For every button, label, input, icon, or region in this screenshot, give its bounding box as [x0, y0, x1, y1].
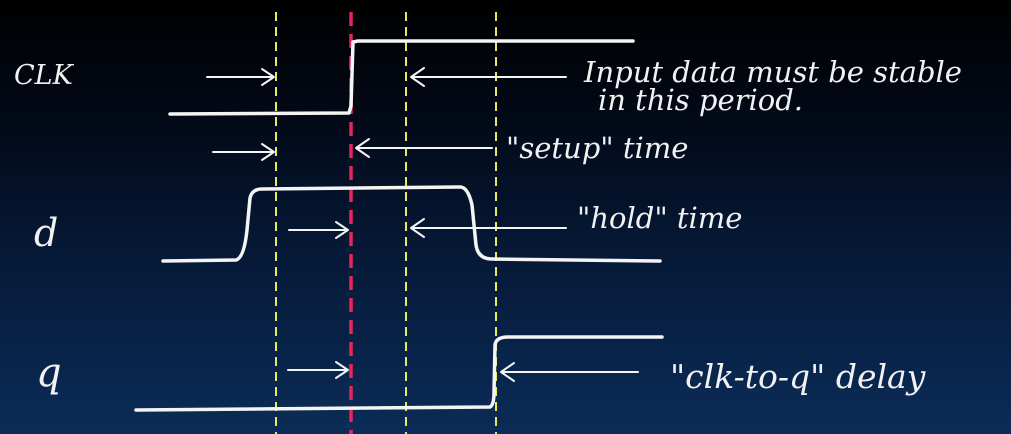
clk-to-q-left-arrow	[287, 361, 349, 379]
clk-signal-label: CLK	[14, 60, 75, 91]
setup-right-arrow	[355, 138, 493, 158]
stable-period-note-line1: Input data must be stable	[583, 55, 962, 89]
setup-time-label: "setup" time	[506, 131, 688, 165]
setup-left-arrow	[212, 143, 275, 161]
q-waveform	[134, 335, 664, 412]
stable-window-right-arrow	[410, 67, 567, 87]
stable-window-left-arrow	[206, 68, 275, 86]
stable-period-note-line2: in this period.	[598, 83, 803, 117]
clk-to-q-right-arrow	[500, 362, 639, 382]
clk-to-q-delay-label: "clk-to-q" delay	[670, 357, 926, 396]
d-waveform	[161, 185, 662, 263]
d-signal-label: d	[34, 211, 58, 255]
clk-waveform	[168, 39, 635, 116]
hold-right-arrow	[410, 218, 567, 238]
hold-left-arrow	[288, 221, 349, 239]
q-signal-label: q	[36, 350, 62, 396]
hold-time-label: "hold" time	[577, 201, 742, 235]
